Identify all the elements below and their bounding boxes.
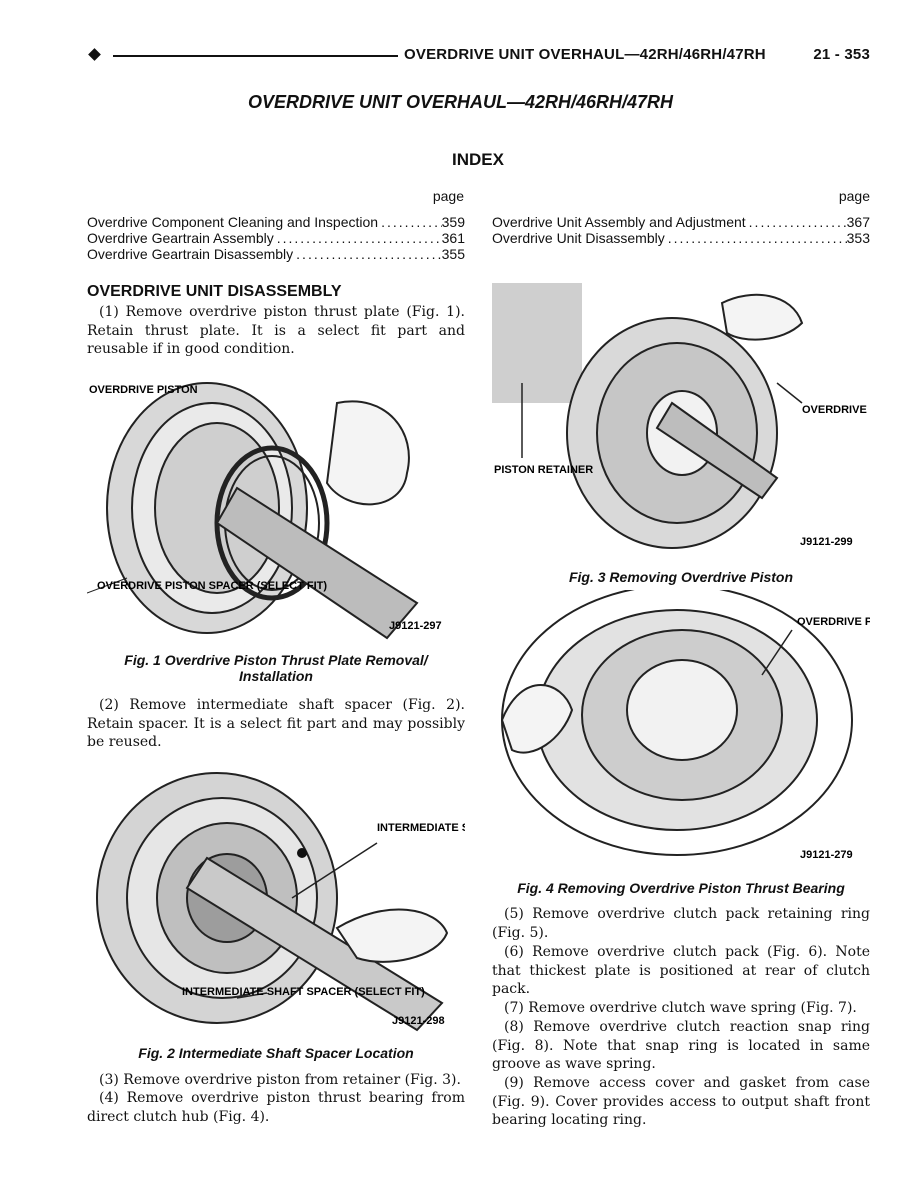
index-entry[interactable]: Overdrive Geartrain Disassembly.........…: [87, 246, 465, 262]
figure-4-illustration: OVERDRIVE PISTON THRUST BEARING J9121-27…: [492, 590, 870, 862]
section-heading: OVERDRIVE UNIT DISASSEMBLY: [87, 283, 342, 300]
index-heading: INDEX: [452, 150, 504, 169]
figure-3-id: J9121-299: [800, 536, 853, 548]
step-9: (9) Remove access cover and gasket from …: [492, 1075, 870, 1128]
header-diamond-icon: [88, 48, 101, 61]
figure-2-callout-shaft: INTERMEDIATE SHAFT: [377, 822, 465, 834]
header-rule: [113, 55, 398, 57]
figure-3-illustration: OVERDRIVE PISTON PISTON RETAINER J9121-2…: [492, 283, 870, 553]
figure-1-callout-spacer: OVERDRIVE PISTON SPACER (SELECT FIT): [97, 580, 327, 592]
figure-1-caption: Fig. 1 Overdrive Piston Thrust Plate Rem…: [124, 652, 428, 684]
index-page-label-right: page: [838, 188, 870, 204]
index-entry[interactable]: Overdrive Unit Disassembly..............…: [492, 230, 870, 246]
figure-3-caption: Fig. 3 Removing Overdrive Piston: [568, 569, 794, 585]
step-5: (5) Remove overdrive clutch pack retaini…: [492, 906, 870, 941]
figure-1-callout-piston: OVERDRIVE PISTON: [89, 384, 198, 396]
figure-1-illustration: OVERDRIVE PISTON OVERDRIVE PISTON SPACER…: [87, 363, 465, 643]
figure-4-id: J9121-279: [800, 849, 853, 861]
figure-3-callout-piston: OVERDRIVE PISTON: [802, 404, 870, 416]
index-entry[interactable]: Overdrive Unit Assembly and Adjustment..…: [492, 214, 870, 230]
step-6: (6) Remove overdrive clutch pack (Fig. 6…: [492, 944, 870, 997]
step-2: (2) Remove intermediate shaft spacer (Fi…: [87, 697, 465, 750]
index-right-list: Overdrive Unit Assembly and Adjustment..…: [492, 214, 870, 246]
page-title: OVERDRIVE UNIT OVERHAUL—42RH/46RH/47RH: [247, 92, 674, 112]
figure-3-callout-retainer: PISTON RETAINER: [494, 464, 593, 476]
step-8: (8) Remove overdrive clutch reaction sna…: [492, 1019, 870, 1072]
figure-4-callout-bearing: OVERDRIVE PISTON THRUST BEARING: [797, 616, 870, 628]
step-3: (3) Remove overdrive piston from retaine…: [99, 1072, 461, 1088]
figure-2-id: J9121-298: [392, 1015, 445, 1027]
index-entry[interactable]: Overdrive Component Cleaning and Inspect…: [87, 214, 465, 230]
figure-2-illustration: INTERMEDIATE SHAFT INTERMEDIATE SHAFT SP…: [87, 758, 465, 1032]
figure-1-id: J9121-297: [389, 620, 442, 632]
step-4: (4) Remove overdrive piston thrust beari…: [87, 1090, 465, 1125]
figure-2-caption: Fig. 2 Intermediate Shaft Spacer Locatio…: [138, 1045, 414, 1061]
index-entry[interactable]: Overdrive Geartrain Assembly............…: [87, 230, 465, 246]
step-7: (7) Remove overdrive clutch wave spring …: [504, 1000, 857, 1016]
index-page-label-left: page: [432, 188, 464, 204]
header-page-ref: 21 - 353: [813, 46, 870, 63]
header-running-title: OVERDRIVE UNIT OVERHAUL—42RH/46RH/47RH: [404, 46, 766, 63]
index-left-list: Overdrive Component Cleaning and Inspect…: [87, 214, 465, 262]
figure-4-caption: Fig. 4 Removing Overdrive Piston Thrust …: [517, 880, 845, 896]
step-1: (1) Remove overdrive piston thrust plate…: [87, 304, 465, 357]
figure-2-callout-spacer: INTERMEDIATE SHAFT SPACER (SELECT FIT): [182, 986, 425, 998]
